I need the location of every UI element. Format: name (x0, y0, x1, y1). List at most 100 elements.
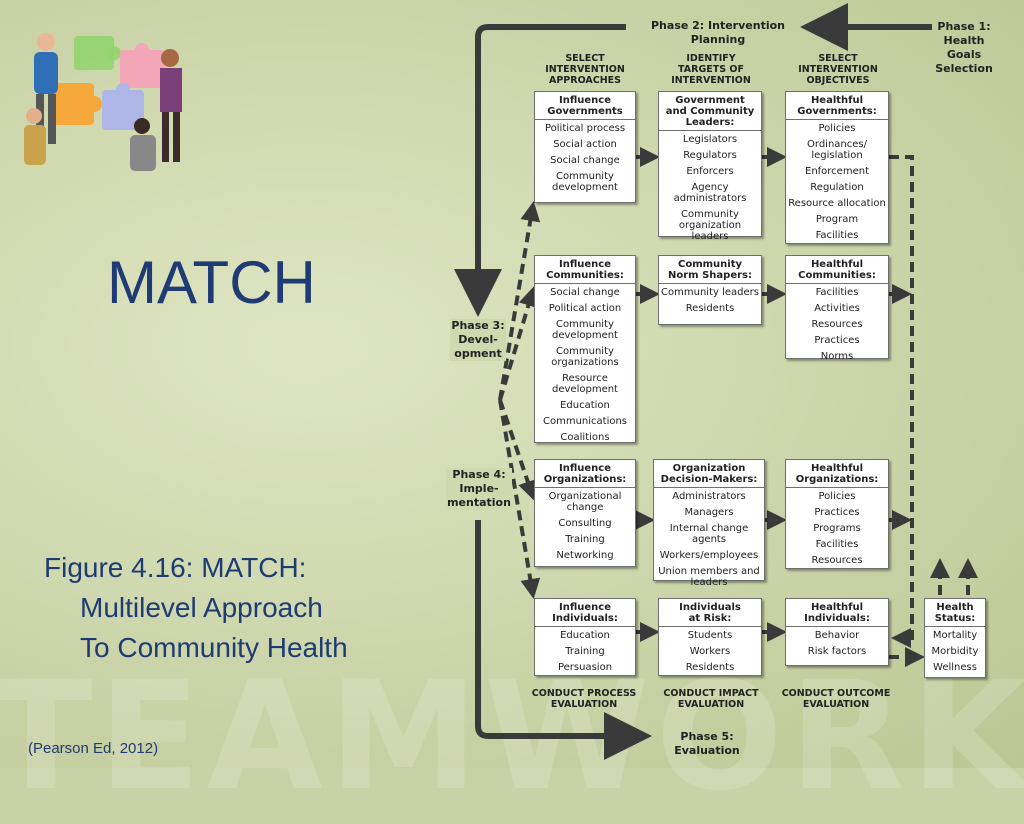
box-item: Education (560, 400, 610, 411)
slide-title: MATCH (107, 249, 316, 316)
box-item: Residents (685, 303, 735, 314)
box-header-line: Governments: (797, 106, 877, 117)
box-item: Legislators (682, 134, 738, 145)
box-header-line: Government (675, 95, 745, 106)
phase2-label: Phase 2: Intervention Planning (651, 19, 785, 46)
box-header-line: Healthful (810, 463, 864, 474)
caption-line-2: Multilevel Approach (80, 592, 323, 623)
eval-line: CONDUCT IMPACT (663, 688, 759, 699)
phase2-to-phase3-arrow (454, 24, 626, 317)
puzzle-team-illustration (24, 33, 182, 171)
phase4-to-phase5-arrow (475, 520, 652, 760)
phase1-line: Selection (935, 62, 993, 75)
header-line: IDENTIFY (686, 53, 736, 64)
box-item: Facilities (815, 230, 859, 241)
box-header-line: Healthful (810, 602, 864, 613)
box-item: Political process (544, 123, 626, 134)
box-item: Norms (820, 351, 854, 362)
box-item: Social action (553, 139, 617, 150)
box-header-line: Influence (559, 602, 611, 613)
box-item: Practices (814, 507, 860, 518)
box-item: Community development (552, 319, 618, 341)
box-header-line: Communities: (546, 270, 624, 281)
box-item: Resources (811, 319, 863, 330)
header-line: SELECT (818, 53, 858, 64)
box-item: Coalitions (560, 432, 610, 443)
box-item: Students (687, 630, 733, 641)
box-header-line: Influence (559, 259, 611, 270)
box-header-line: Decision-Makers: (660, 474, 758, 485)
box-header-line: Organizations: (543, 474, 627, 485)
figure-caption: Figure 4.16: MATCH: Multilevel Approach … (44, 548, 348, 668)
box-item: Ordinances/ legislation (807, 139, 867, 161)
phase1-label: Phase 1: Health Goals Selection (928, 20, 1000, 76)
caption-line-3: To Community Health (80, 632, 348, 663)
box-item: Resource allocation (788, 198, 886, 209)
phase3-line: Phase 3: (451, 319, 505, 332)
phase1-line: Phase 1: (937, 20, 991, 33)
box-item: Resource development (552, 373, 618, 395)
box-item: Administrators (672, 491, 746, 502)
box-header-line: Health (936, 602, 974, 613)
box-header-line: Norm Shapers: (668, 270, 752, 281)
eval-line: CONDUCT PROCESS (531, 688, 637, 699)
eval-outcome: CONDUCT OUTCOME EVALUATION (778, 688, 894, 710)
phase4-label: Phase 4: Imple- mentation (446, 468, 512, 510)
box-item: Social change (550, 155, 620, 166)
box-item: Training (565, 534, 605, 545)
box-header-line: at Risk: (688, 613, 732, 624)
box-header-line: and Community (665, 106, 755, 117)
eval-process: CONDUCT PROCESS EVALUATION (528, 688, 640, 710)
box-header-line: Influence (559, 463, 611, 474)
box-item: Union members and leaders (658, 566, 760, 588)
box-item: Enforcers (686, 166, 734, 177)
source-citation: (Pearson Ed, 2012) (28, 740, 159, 757)
phase3-line: opment (454, 347, 502, 360)
phase5-label: Phase 5: Evaluation (674, 730, 740, 757)
hub-to-comm-arrow (498, 286, 538, 401)
box-item: Regulation (810, 182, 864, 193)
eval-line: EVALUATION (802, 699, 870, 710)
eval-line: EVALUATION (677, 699, 745, 710)
box-item: Networking (556, 550, 614, 561)
box-header-line: Organizations: (795, 474, 879, 485)
phase1-line: Goals (946, 48, 982, 61)
box-item: Consulting (558, 518, 612, 529)
box-header-line: Healthful (810, 259, 864, 270)
box-item: Risk factors (807, 646, 867, 657)
box-item: Mortality (932, 630, 978, 641)
header-line: OBJECTIVES (806, 75, 870, 86)
box-item: Education (560, 630, 610, 641)
header-approaches: SELECT INTERVENTION APPROACHES (534, 53, 636, 86)
box-item: Regulators (683, 150, 737, 161)
box-item: Social change (550, 287, 620, 298)
phase3-label: Phase 3: Devel- opment (450, 319, 506, 361)
box-item: Facilities (815, 539, 859, 550)
box-item: Program (815, 214, 859, 225)
box-item: Organizational change (548, 491, 622, 513)
